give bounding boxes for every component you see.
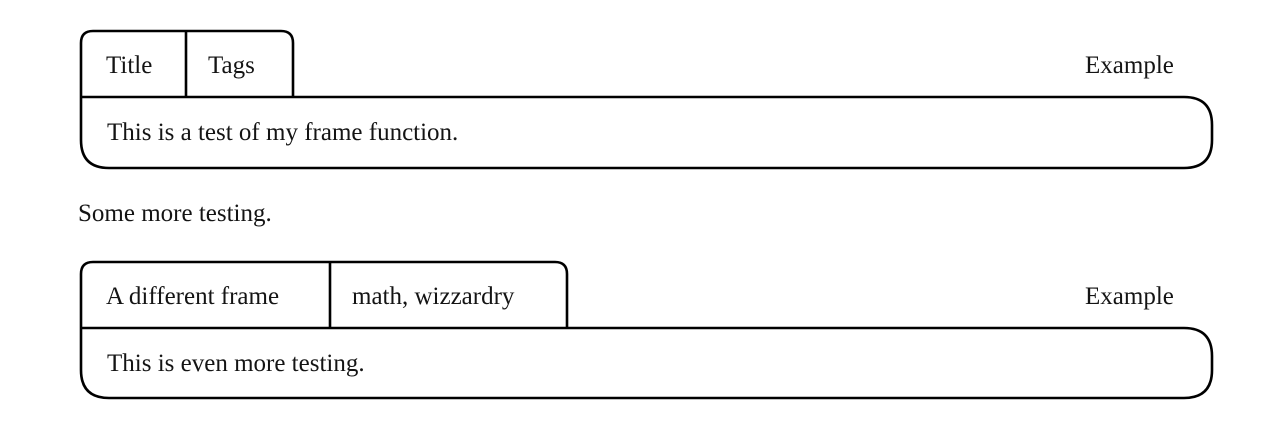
frame-first-body-text: This is a test of my frame function. <box>107 119 459 146</box>
tab-group-outline-second <box>79 260 569 328</box>
frame-second-tab-title[interactable]: A different frame <box>106 283 280 310</box>
body-box-outline-second <box>79 326 1214 400</box>
frame-second-side-label: Example <box>1085 283 1174 310</box>
paragraph-some-more-testing: Some more testing. <box>78 200 272 227</box>
frame-first-tab-tags[interactable]: Tags <box>208 52 255 79</box>
frame-first: Title Tags Example This is a test of my … <box>0 0 1288 190</box>
frame-second-tab-tags[interactable]: math, wizzardry <box>352 283 515 310</box>
frame-second: A different frame math, wizzardry Exampl… <box>0 230 1288 448</box>
frame-first-outline <box>79 29 1214 170</box>
body-box-outline-first <box>79 95 1214 170</box>
frame-first-side-label: Example <box>1085 52 1174 79</box>
frame-second-body-text: This is even more testing. <box>107 350 365 377</box>
frame-second-outline <box>79 260 1214 400</box>
frame-first-tab-title[interactable]: Title <box>106 52 153 79</box>
